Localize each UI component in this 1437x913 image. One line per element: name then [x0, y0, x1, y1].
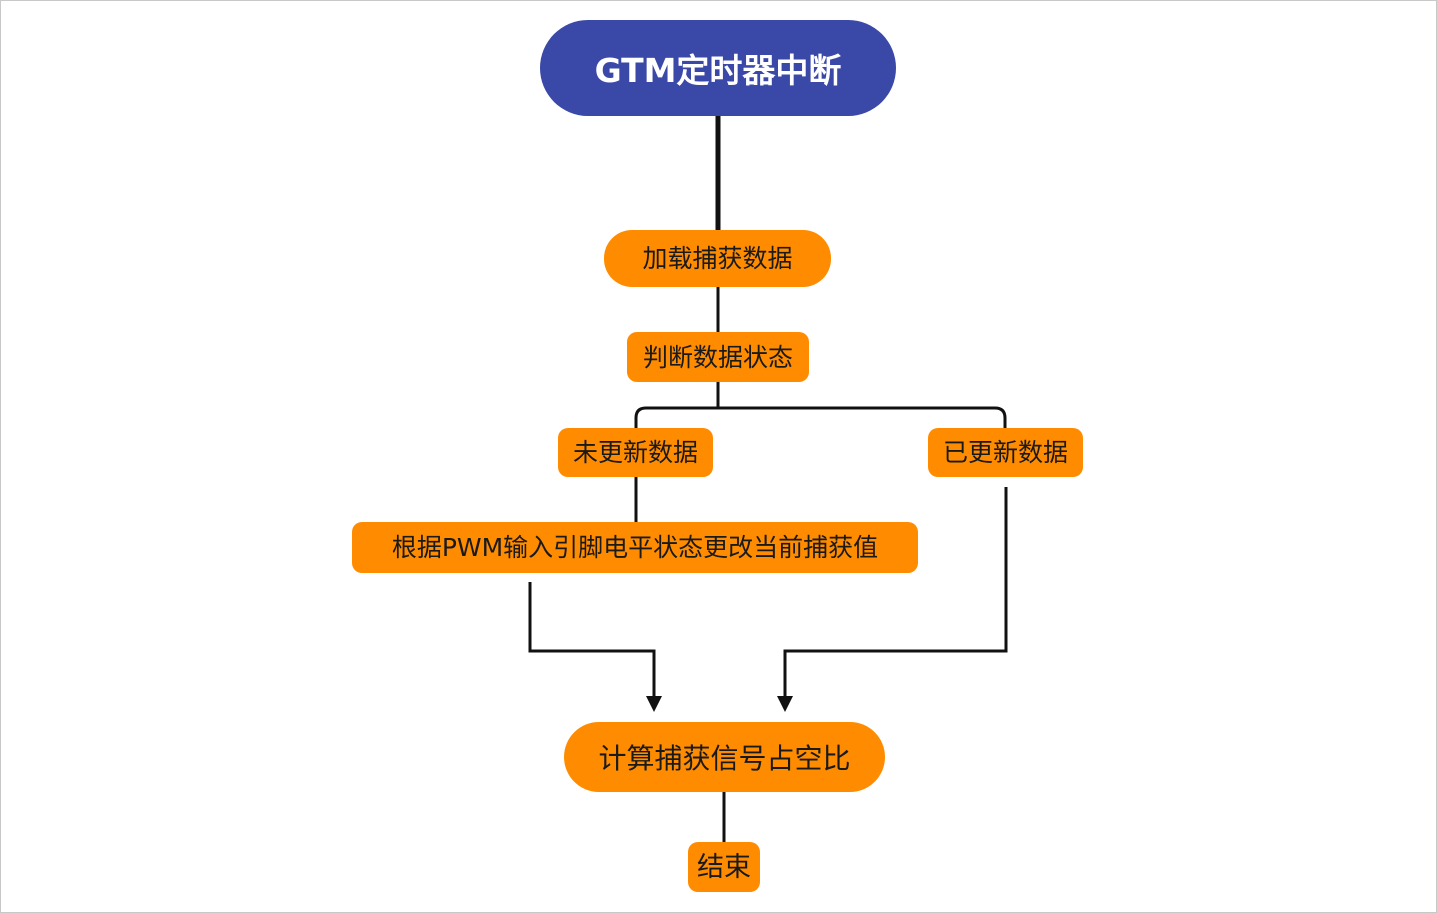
load-capture-data-node: 加载捕获数据 — [604, 230, 831, 287]
start-node: GTM定时器中断 — [540, 20, 896, 116]
judge-data-state-node: 判断数据状态 — [627, 332, 809, 382]
arrowhead-right — [777, 696, 793, 712]
load-capture-data-label: 加载捕获数据 — [642, 244, 793, 273]
judge-data-state-label: 判断数据状态 — [642, 342, 793, 372]
calc-duty-cycle-label: 计算捕获信号占空比 — [598, 742, 851, 775]
end-node-label: 结束 — [697, 851, 751, 883]
arrowhead-left — [646, 696, 662, 712]
not-updated-data-label: 未更新数据 — [572, 438, 698, 467]
start-node-label: GTM定时器中断 — [594, 51, 842, 90]
calc-duty-cycle-node: 计算捕获信号占空比 — [564, 722, 885, 792]
edge-updated-to-calc — [783, 487, 1008, 702]
edge-judge-to-branches — [634, 382, 1007, 428]
end-node: 结束 — [688, 842, 760, 892]
updated-data-label: 已更新数据 — [942, 438, 1068, 467]
edge-change-to-calc — [528, 582, 656, 702]
not-updated-data-node: 未更新数据 — [558, 428, 713, 477]
change-capture-value-label: 根据PWM输入引脚电平状态更改当前捕获值 — [391, 533, 879, 562]
change-capture-value-node: 根据PWM输入引脚电平状态更改当前捕获值 — [352, 522, 918, 573]
updated-data-node: 已更新数据 — [928, 428, 1083, 477]
